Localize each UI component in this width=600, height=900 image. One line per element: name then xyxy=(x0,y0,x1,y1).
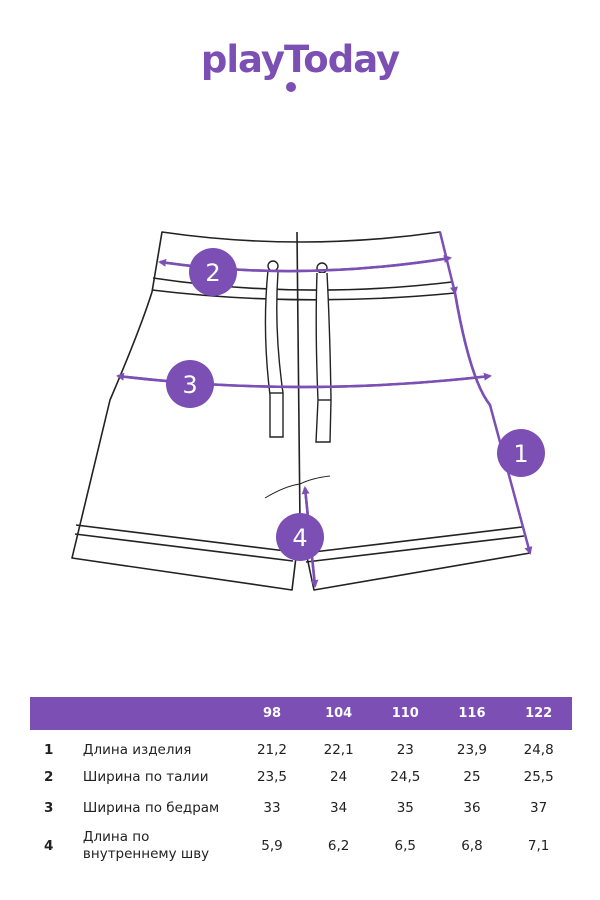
size-chart-table: 98 104 110 116 122 1 Длина изделия 21,2 … xyxy=(30,697,572,866)
table-cell: 36 xyxy=(463,800,481,816)
header-blank xyxy=(30,697,83,730)
measurement-name: Ширина по талии xyxy=(82,768,209,785)
marker-3: 3 xyxy=(166,360,214,408)
row-number: 4 xyxy=(44,838,54,854)
table-cell: 6,2 xyxy=(327,838,350,854)
logo-dot xyxy=(286,82,296,92)
table-cell: 23,9 xyxy=(456,742,487,758)
measurement-name: Ширина по бедрам xyxy=(82,799,220,816)
table-row: 2 Ширина по талии 23,5 24 24,5 25 25,5 xyxy=(30,764,572,790)
table-row: 4 Длина по внутреннему шву 5,9 6,2 6,5 6… xyxy=(30,826,572,866)
marker-4: 4 xyxy=(276,513,324,561)
header-blank-2 xyxy=(83,697,239,730)
row-number: 3 xyxy=(44,800,54,816)
table-cell: 7,1 xyxy=(527,838,550,854)
table-cell: 6,8 xyxy=(461,838,483,854)
header-size-116: 116 xyxy=(458,706,486,721)
header-size-122: 122 xyxy=(525,706,553,721)
table-cell: 23,5 xyxy=(256,769,288,785)
header-size-98: 98 xyxy=(262,706,282,721)
table-cell: 24,8 xyxy=(523,742,554,758)
table-cell: 24 xyxy=(330,769,348,785)
table-cell: 37 xyxy=(530,800,548,816)
header-size-104: 104 xyxy=(325,706,353,721)
table-cell: 22,1 xyxy=(323,742,354,758)
table-row: 1 Длина изделия 21,2 22,1 23 23,9 24,8 xyxy=(30,730,572,764)
header-size-110: 110 xyxy=(391,706,419,721)
row-number: 1 xyxy=(44,742,54,758)
table-row: 3 Ширина по бедрам 33 34 35 36 37 xyxy=(30,790,572,826)
table-cell: 33 xyxy=(263,800,281,816)
measurement-name: Длина изделия xyxy=(82,741,192,758)
table-cell: 35 xyxy=(396,800,414,816)
marker-2: 2 xyxy=(189,248,237,296)
table-cell: 24,5 xyxy=(390,769,421,785)
marker-3-label: 3 xyxy=(182,371,197,399)
table-cell: 25,5 xyxy=(523,769,554,785)
table-cell: 5,9 xyxy=(261,838,283,854)
brand-logo: playToday xyxy=(200,38,400,81)
table-cell: 25 xyxy=(463,769,481,785)
table-cell: 21,2 xyxy=(256,742,288,758)
marker-2-label: 2 xyxy=(205,259,220,287)
size-header-row: 98 104 110 116 122 xyxy=(30,697,572,730)
table-cell: 23 xyxy=(396,742,414,758)
marker-1: 1 xyxy=(497,429,545,477)
measurement-name: Длина по внутреннему шву xyxy=(82,829,210,862)
marker-4-label: 4 xyxy=(292,524,307,552)
table-cell: 34 xyxy=(330,800,348,816)
row-number: 2 xyxy=(44,769,54,785)
marker-1-label: 1 xyxy=(513,440,528,468)
drawstrings xyxy=(264,260,332,443)
table-cell: 6,5 xyxy=(394,838,417,854)
